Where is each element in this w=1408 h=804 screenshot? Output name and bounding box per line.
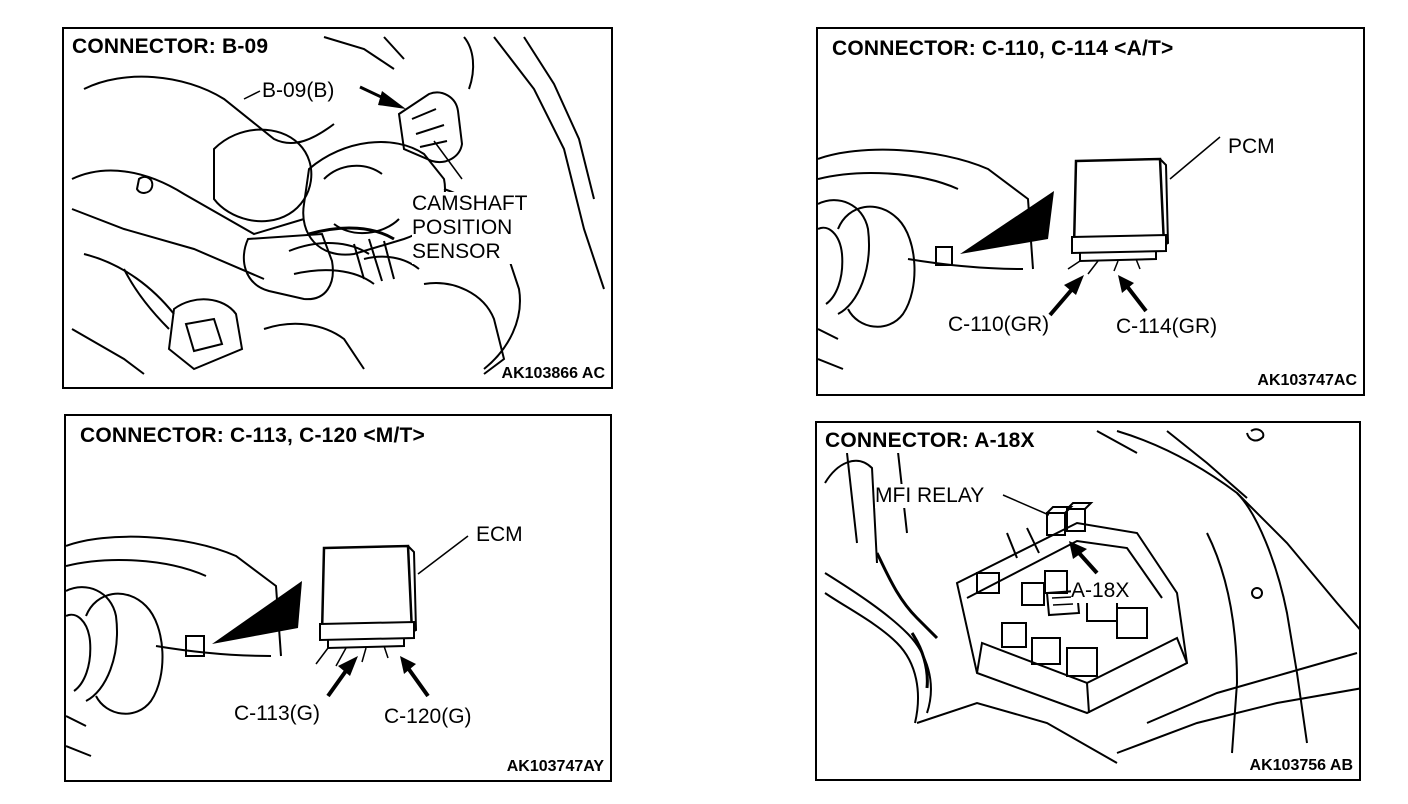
sensor-label-line2: POSITION bbox=[412, 216, 528, 240]
panel-title: CONNECTOR: A-18X bbox=[825, 429, 1038, 453]
panel-connector-b09: CONNECTOR: B-09 B-09(B) CAMSHAFT POSITIO… bbox=[62, 27, 613, 389]
connector-label-c110: C-110(GR) bbox=[948, 313, 1050, 336]
module-label-ecm: ECM bbox=[476, 523, 523, 546]
relay-box-illustration bbox=[824, 428, 1359, 764]
sensor-label: CAMSHAFT POSITION SENSOR bbox=[412, 192, 528, 264]
connector-label-a18x: A-18X bbox=[1071, 579, 1130, 603]
figure-code: AK103747AY bbox=[503, 758, 604, 776]
connector-label-c120: C-120(G) bbox=[384, 705, 472, 728]
module-label-pcm: PCM bbox=[1228, 135, 1275, 158]
figure-code: AK103747AC bbox=[1254, 372, 1357, 390]
sensor-label-line1: CAMSHAFT bbox=[412, 192, 528, 216]
engine-camshaft-illustration bbox=[71, 36, 605, 375]
panel-title: CONNECTOR: B-09 bbox=[72, 35, 272, 59]
panel-connector-c110-c114: CONNECTOR: C-110, C-114 <A/T> PCM C-110(… bbox=[816, 27, 1365, 396]
connector-label-c114: C-114(GR) bbox=[1116, 315, 1218, 338]
figure-code: AK103866 AC bbox=[498, 365, 605, 383]
relay-label-mfi: MFI RELAY bbox=[875, 484, 985, 508]
connector-label-c113: C-113(G) bbox=[234, 702, 320, 725]
sensor-label-line3: SENSOR bbox=[412, 240, 528, 264]
connector-label-b09: B-09(B) bbox=[262, 79, 335, 103]
panel-connector-c113-c120: CONNECTOR: C-113, C-120 <M/T> ECM C-113(… bbox=[64, 414, 612, 782]
figure-code: AK103756 AB bbox=[1246, 757, 1353, 775]
panel-title: CONNECTOR: C-110, C-114 <A/T> bbox=[832, 37, 1177, 61]
dashboard-ecm-illustration bbox=[66, 535, 469, 757]
panel-connector-a18x: CONNECTOR: A-18X MFI RELAY A-18X AK10375… bbox=[815, 421, 1361, 781]
panel-title: CONNECTOR: C-113, C-120 <M/T> bbox=[80, 424, 428, 448]
dashboard-pcm-illustration bbox=[818, 136, 1221, 370]
